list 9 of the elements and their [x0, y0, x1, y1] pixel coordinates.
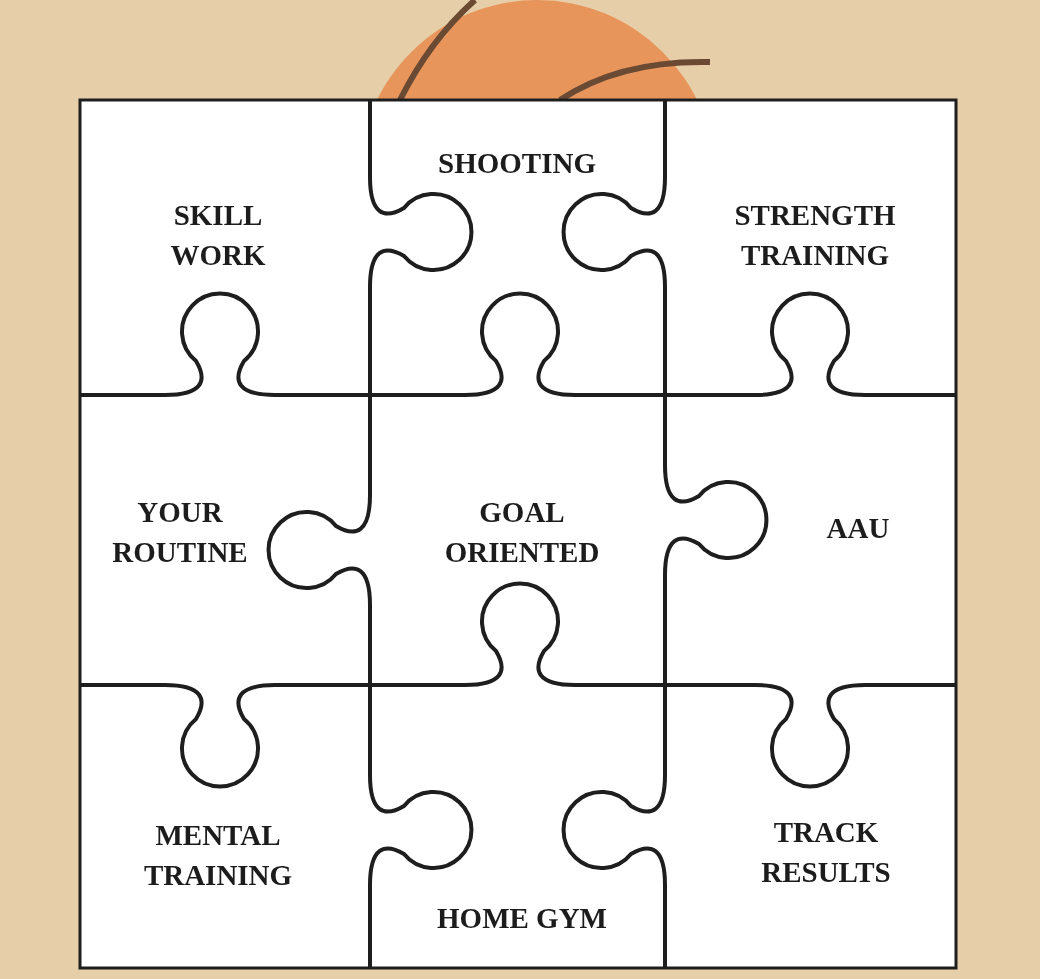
- puzzle-piece-label: GOAL ORIENTED: [417, 492, 627, 572]
- puzzle-piece-label: MENTAL TRAINING: [118, 815, 318, 895]
- puzzle-piece-label: STRENGTH TRAINING: [705, 195, 925, 275]
- puzzle-piece-label: YOUR ROUTINE: [90, 492, 270, 572]
- puzzle-piece-label: AAU: [798, 508, 918, 548]
- puzzle-piece-label: SHOOTING: [397, 143, 637, 183]
- puzzle-piece-label: HOME GYM: [402, 898, 642, 938]
- puzzle-piece-label: TRACK RESULTS: [736, 812, 916, 892]
- puzzle-piece-label: SKILL WORK: [143, 195, 293, 275]
